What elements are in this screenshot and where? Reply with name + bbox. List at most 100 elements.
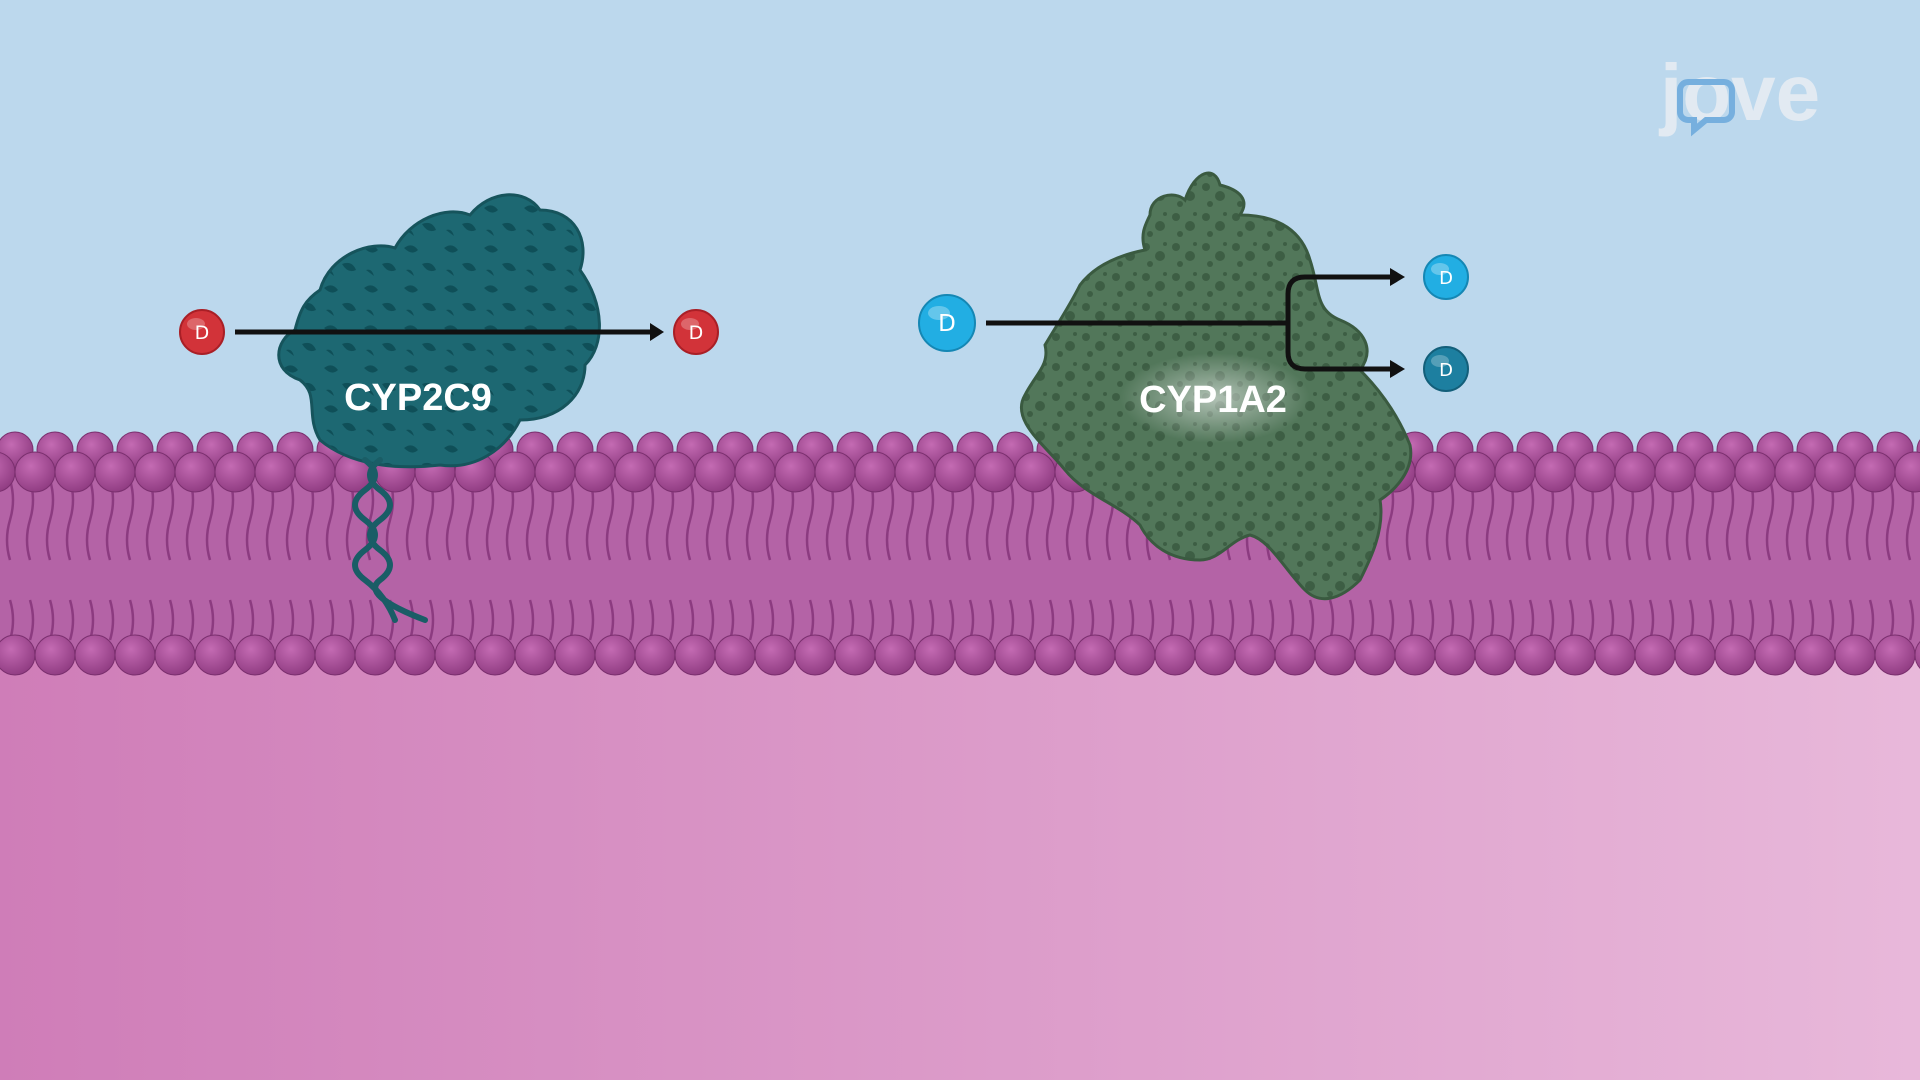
lipid-head [1274,634,1316,676]
lipid-head [754,634,796,676]
cyp1a2-arrowhead-top [1390,268,1405,286]
lipid-head [54,451,96,493]
lipid-head [1154,634,1196,676]
lipid-head [1914,641,1920,669]
lipid-head [1774,451,1816,493]
lipid-head [1754,634,1796,676]
lipid-head [274,634,316,676]
lipid-head [134,451,176,493]
lipid-head [934,451,976,493]
drug-label: D [195,322,210,344]
lipid-head [554,634,596,676]
cyp2c9-arrowhead [650,323,664,341]
lipid-head [194,634,236,676]
cyp2c9-label: CYP2C9 [344,377,492,419]
lipid-head [834,634,876,676]
drug-cyp2c9-output: D [673,309,719,355]
cyp1a2-enzyme: CYP1A2 [1019,171,1413,601]
lipid-head [0,634,36,676]
lipid-head [1634,634,1676,676]
lipid-head [594,634,636,676]
drug-cyp1a2-output-bottom: D [1423,346,1469,392]
lipid-head [1714,634,1756,676]
lipid-head [914,634,956,676]
lipid-head [1114,634,1156,676]
lipid-head [894,451,936,493]
lipid-head [114,634,156,676]
lipid-head [714,634,756,676]
lipid-head [1414,451,1456,493]
drug-cyp2c9-input: D [179,309,225,355]
lipid-head [574,451,616,493]
lipid-head [494,451,536,493]
lipid-head [1034,634,1076,676]
lipid-head [994,634,1036,676]
lipid-head [1454,451,1496,493]
lipid-head [1794,634,1836,676]
lipid-head [1594,634,1636,676]
lipid-head [1314,634,1356,676]
lipid-head [474,634,516,676]
lipid-bilayer [0,431,1920,676]
lipid-head [174,451,216,493]
lipid-head [1574,451,1616,493]
lipid-head [14,451,56,493]
cyp1a2-label-glow [1120,353,1310,443]
lipid-head [1434,634,1476,676]
extracellular-region [0,0,1920,460]
lipid-head [1014,451,1056,493]
lipid-head [854,451,896,493]
lipid-head [154,634,196,676]
lipid-head [694,451,736,493]
jove-logo: jove [1658,48,1820,137]
lipid-head [794,634,836,676]
lipid-head [1394,634,1436,676]
speech-bubble-icon [1677,79,1735,137]
cyp1a2-arrowhead-bottom [1390,360,1405,378]
lipid-head [1874,634,1916,676]
lipid-head [634,634,676,676]
drug-label: D [1439,360,1453,381]
lipid-heads-bottom [0,634,1920,676]
lipid-head [954,634,996,676]
lipid-head [294,451,336,493]
lipid-head [234,634,276,676]
lipid-head [534,451,576,493]
lipid-head [1854,451,1896,493]
drug-cyp1a2-output-top: D [1423,254,1469,300]
lipid-head [734,451,776,493]
lipid-head [1534,451,1576,493]
lipid-head [74,634,116,676]
lipid-head [1834,634,1876,676]
lipid-head [674,634,716,676]
lipid-head [1654,451,1696,493]
cyp2c9-reaction-arrow [235,323,664,341]
lipid-head [814,451,856,493]
lipid-head [314,634,356,676]
cyp2c9-helix-anchor [352,457,428,623]
cyp1a2-reaction-arrow [986,268,1405,378]
drug-cyp1a2-input: D [918,294,976,352]
lipid-head [1614,451,1656,493]
drug-label: D [938,311,956,337]
lipid-head [874,634,916,676]
cytoplasm-region [0,650,1920,1080]
lipid-head [1194,634,1236,676]
lipid-head [214,451,256,493]
lipid-head [1354,634,1396,676]
drug-label: D [689,322,704,344]
lipid-head [1554,634,1596,676]
lipid-head [1734,451,1776,493]
lipid-head [774,451,816,493]
lipid-head [434,634,476,676]
lipid-head [514,634,556,676]
lipid-head [1514,634,1556,676]
lipid-head [1674,634,1716,676]
drug-label: D [1439,268,1453,289]
lipid-head [94,451,136,493]
lipid-head [1074,634,1116,676]
lipid-head [1894,451,1920,493]
lipid-head [654,451,696,493]
